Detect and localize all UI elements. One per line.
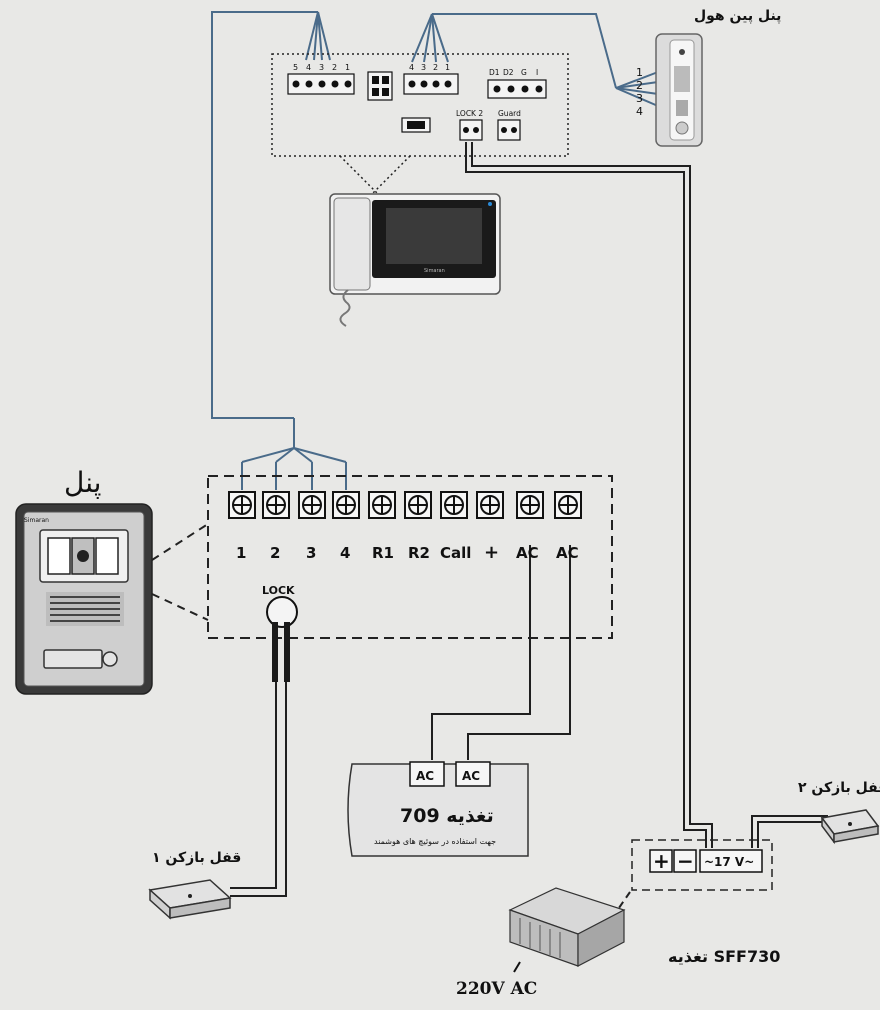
pin-wire-4: 4 bbox=[636, 105, 643, 118]
pin-wire-1: 1 bbox=[636, 66, 643, 79]
mon-l-5: 5 bbox=[293, 63, 298, 72]
psu709-subtitle: جهت استفاده در سوئیچ های هوشمند bbox=[374, 837, 496, 846]
mon-r-g: G bbox=[521, 68, 527, 77]
pin-wire-3: 3 bbox=[636, 92, 643, 105]
mon-m-1: 1 bbox=[445, 63, 450, 72]
pt-label-plus: + bbox=[484, 542, 499, 563]
lock2-label: LOCK 2 bbox=[456, 109, 483, 118]
video-monitor: Simaran bbox=[329, 193, 501, 327]
sff730-voltage: ~17 V~ bbox=[704, 855, 754, 869]
pt-label-ac2: AC bbox=[556, 544, 579, 562]
lock2-device: قفل بازکن ۲ bbox=[798, 780, 880, 845]
panel-screw-terminal bbox=[404, 491, 432, 519]
pin-wire-2: 2 bbox=[636, 79, 643, 92]
monitor-brand: Simaran bbox=[424, 268, 445, 274]
pt-label-2: 2 bbox=[270, 544, 280, 562]
panel-brand: Simaran bbox=[24, 517, 49, 524]
panel-screw-terminal bbox=[298, 491, 326, 519]
sff730-minus: − bbox=[677, 849, 694, 873]
panel-screw-terminal bbox=[332, 491, 360, 519]
panel-screw-terminal bbox=[440, 491, 468, 519]
mains-label: 220V AC bbox=[456, 979, 537, 999]
lock1-device: قفل بازکن ۱ bbox=[148, 850, 241, 920]
lock1-label: قفل بازکن ۱ bbox=[152, 850, 241, 866]
sff730-label: تغذیه SFF730 bbox=[668, 947, 780, 966]
guard-terminal: Guard bbox=[497, 109, 521, 141]
pt-label-3: 3 bbox=[306, 544, 316, 562]
pt-label-4: 4 bbox=[340, 544, 350, 562]
pt-label-ac1: AC bbox=[516, 544, 539, 562]
mon-m-3: 3 bbox=[421, 63, 426, 72]
pt-label-1: 1 bbox=[236, 544, 246, 562]
monitor-right-block: D1 D2 G I bbox=[487, 68, 547, 99]
panel-terminal-labels: 1 2 3 4 R1 R2 Call + AC AC bbox=[236, 542, 579, 563]
mon-m-2: 2 bbox=[433, 63, 438, 72]
monitor-left-block: 5 4 3 2 1 bbox=[287, 63, 355, 95]
sff730-terminal-box: + − ~17 V~ bbox=[611, 839, 773, 919]
panel-screw-terminal bbox=[368, 491, 396, 519]
sff730-plus: + bbox=[653, 849, 670, 873]
lock-label: LOCK bbox=[262, 584, 295, 597]
jumper-block bbox=[367, 71, 393, 101]
door-panel: پنل Simaran bbox=[15, 466, 209, 695]
mon-r-d2: D2 bbox=[503, 68, 514, 77]
door-panel-label: پنل bbox=[64, 466, 101, 499]
mon-m-4: 4 bbox=[409, 63, 414, 72]
mon-l-3: 3 bbox=[319, 63, 324, 72]
panel-screw-terminal bbox=[262, 491, 290, 519]
monitor-mid-block: 4 3 2 1 bbox=[403, 63, 459, 95]
mon-l-2: 2 bbox=[332, 63, 337, 72]
mon-r-i: I bbox=[536, 68, 538, 77]
mon-r-d1: D1 bbox=[489, 68, 500, 77]
monitor-terminal-area: 5 4 3 2 1 4 3 2 1 D1 D2 G bbox=[271, 53, 569, 195]
pt-label-r1: R1 bbox=[372, 544, 394, 562]
psu709-title: تغذیه 709 bbox=[400, 805, 494, 827]
panel-screw-terminal bbox=[554, 491, 582, 519]
lock2-device-label: قفل بازکن ۲ bbox=[798, 780, 880, 796]
panel-terminal-box: 1 2 3 4 R1 R2 Call + AC AC LOCK bbox=[207, 475, 613, 682]
mon-l-4: 4 bbox=[306, 63, 311, 72]
panel-screw-terminal bbox=[476, 491, 504, 519]
lock-connector bbox=[266, 596, 298, 628]
guard-label: Guard bbox=[498, 109, 521, 118]
pt-label-r2: R2 bbox=[408, 544, 430, 562]
pt-label-call: Call bbox=[440, 544, 471, 562]
psu-709: AC AC تغذیه 709 جهت استفاده در سوئیچ های… bbox=[347, 761, 529, 857]
psu709-ac1: AC bbox=[416, 769, 434, 783]
psu709-ac2: AC bbox=[462, 769, 480, 783]
pinhole-panel: پنل پین هول 1 2 3 4 bbox=[636, 8, 781, 147]
small-connector bbox=[401, 117, 431, 133]
sff730-unit: تغذیه SFF730 220V AC bbox=[456, 887, 780, 999]
pinhole-panel-label: پنل پین هول bbox=[694, 8, 781, 24]
panel-screw-terminal bbox=[228, 491, 256, 519]
lock2-terminal: LOCK 2 bbox=[456, 109, 483, 141]
panel-screw-terminal bbox=[516, 491, 544, 519]
mon-l-1: 1 bbox=[345, 63, 350, 72]
dark-wires bbox=[230, 142, 828, 897]
